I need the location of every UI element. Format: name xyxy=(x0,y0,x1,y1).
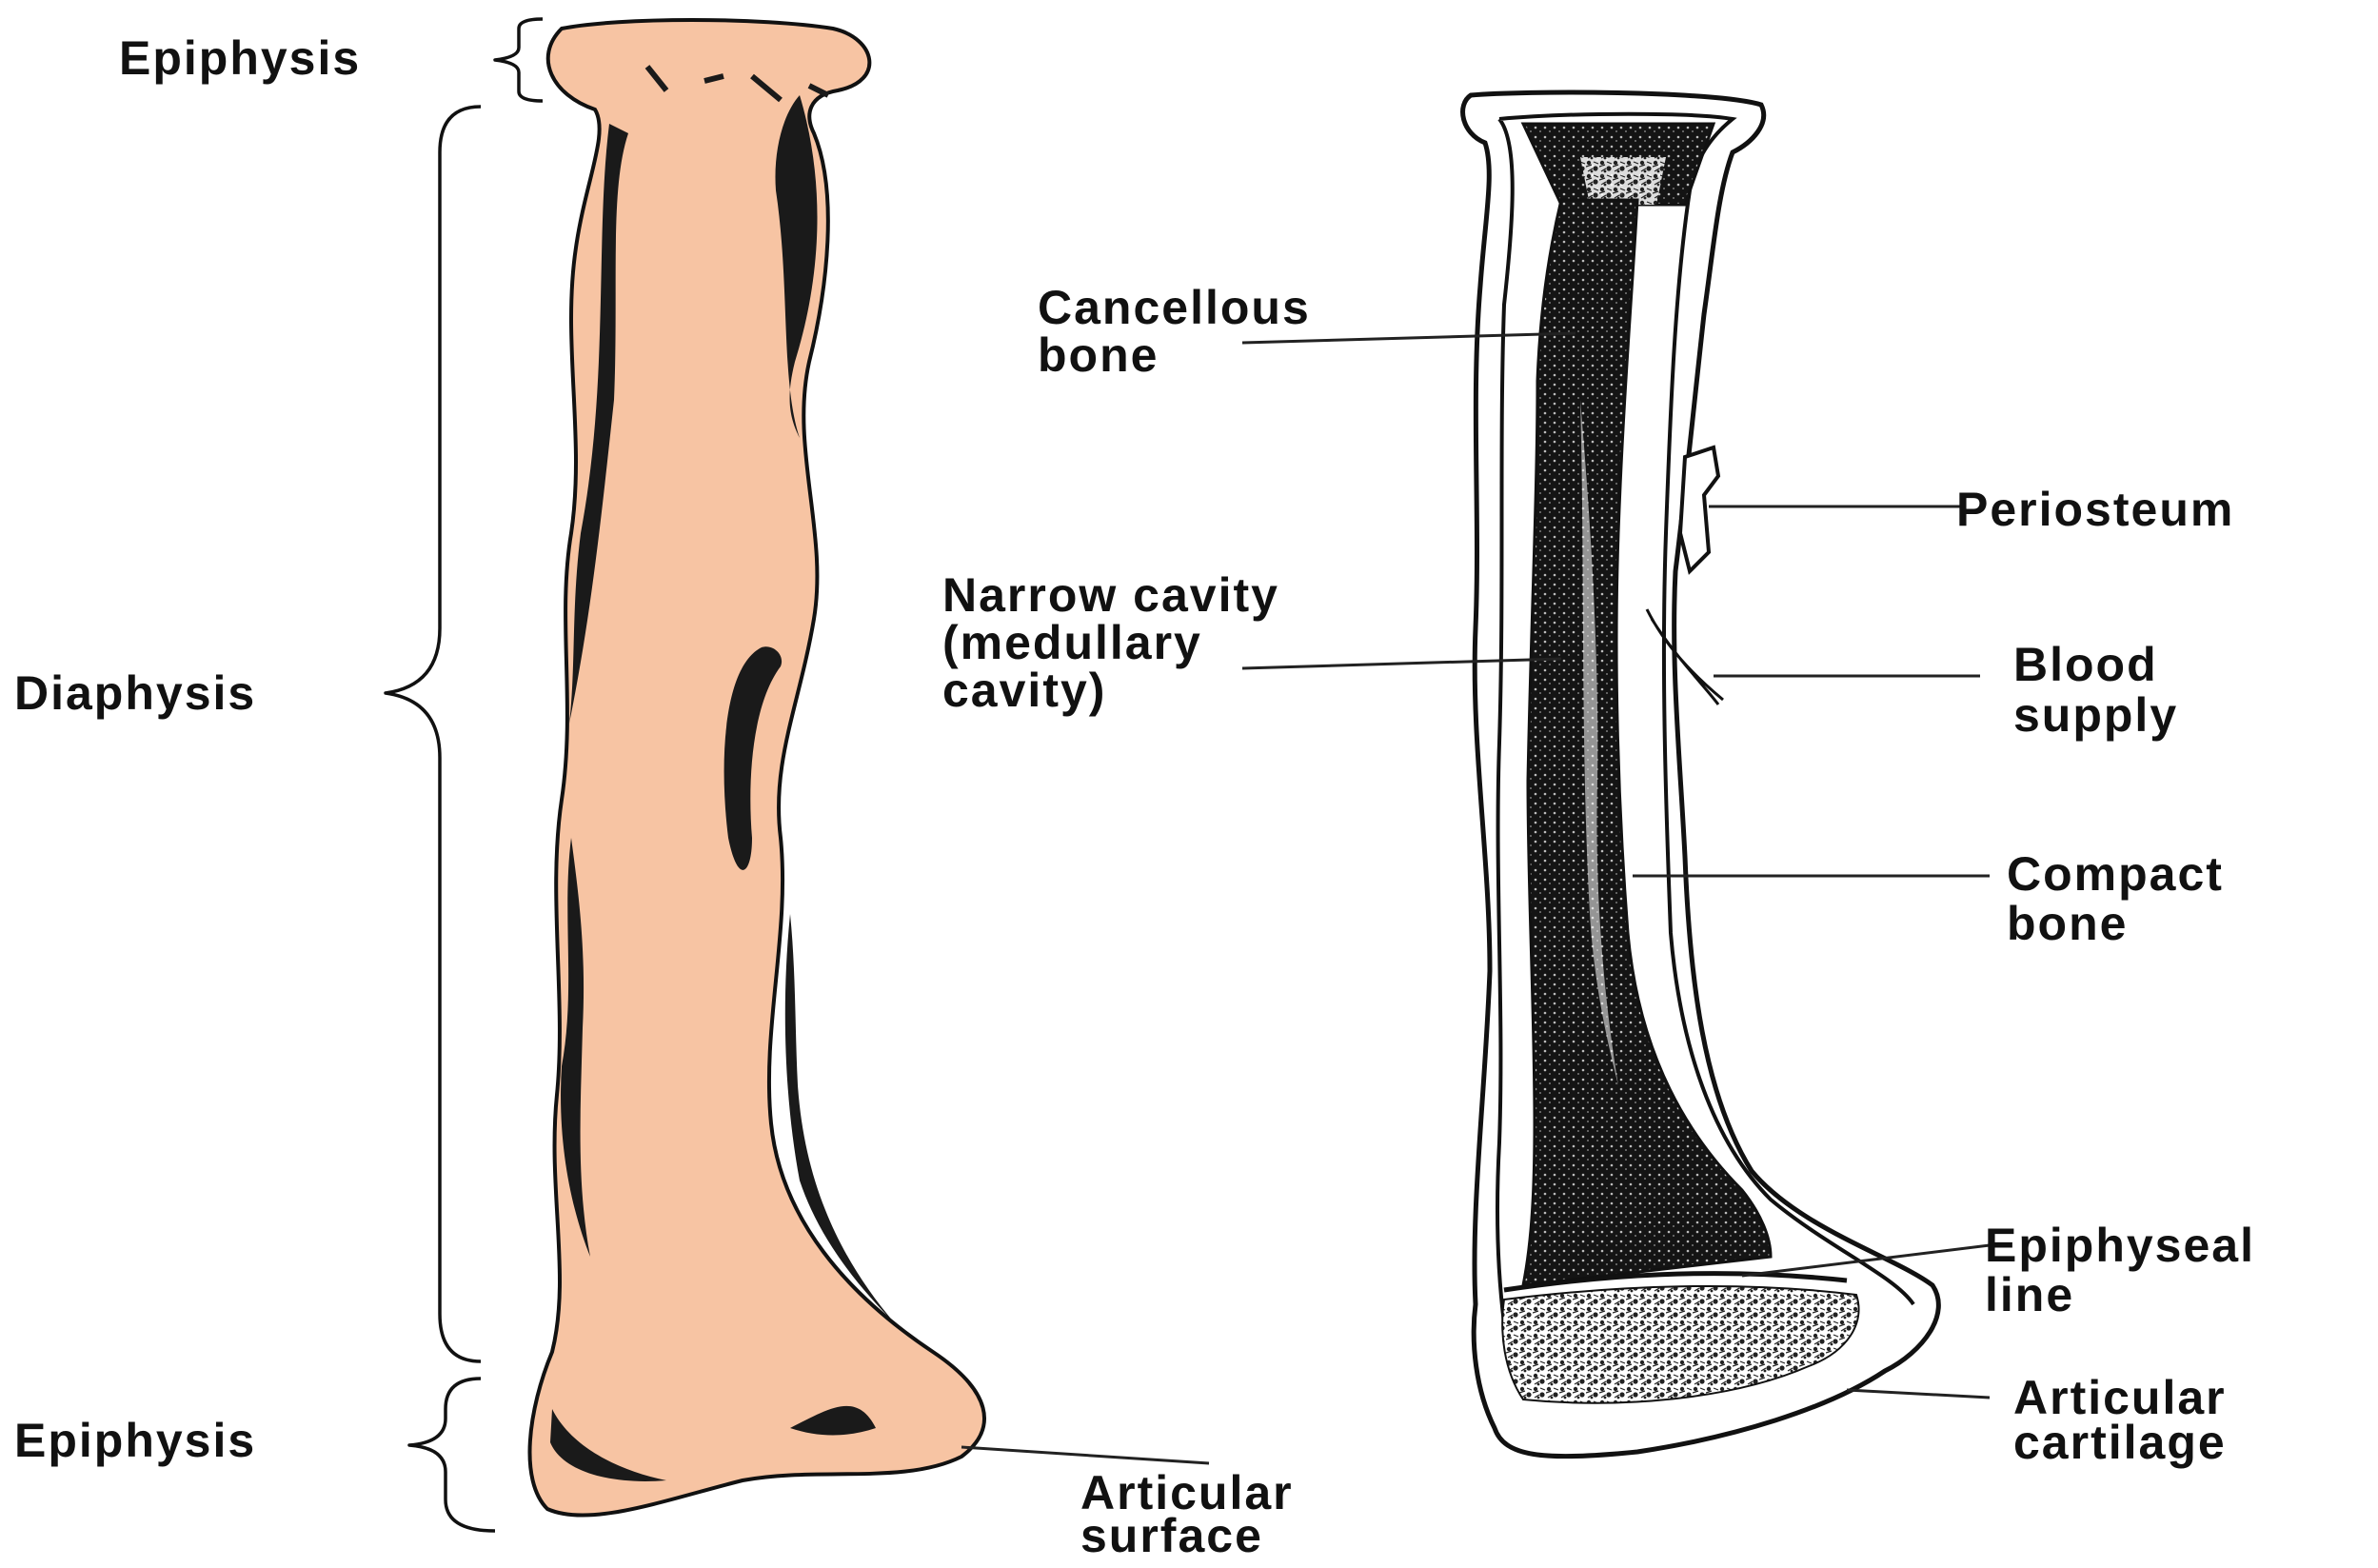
section-blood-vessel xyxy=(1645,608,1724,705)
section-epiphyseal-line xyxy=(1503,1271,1848,1293)
cancellous-leader xyxy=(1241,331,1576,345)
blood-supply-label-line2: supply xyxy=(2013,688,2178,742)
marrow-cavity-label-line3: cavity) xyxy=(942,664,1106,717)
bone-shading-oval xyxy=(723,646,783,870)
bone-shading-right-upper xyxy=(775,95,818,438)
marrow-cavity-label-line2: (medullary xyxy=(942,616,1202,669)
articular-surface-label-line1: Articular xyxy=(1080,1466,1294,1519)
epiphysis-bottom-label: Epiphysis xyxy=(14,1414,256,1467)
epiphysis-top-label: Epiphysis xyxy=(119,31,361,85)
section-cavity-streak xyxy=(1580,400,1618,1085)
epiphysis-top-brace xyxy=(493,17,544,103)
bone-shading-left-upper xyxy=(569,124,628,724)
bone-shading-top-marks xyxy=(644,65,830,103)
bone-shading-bottom-right xyxy=(790,1405,876,1436)
epiphyseal-line-label-line2: line xyxy=(1985,1268,2074,1321)
epiphyseal-line-leader xyxy=(1741,1243,1991,1278)
cancellous-bone-label-line1: Cancellous xyxy=(1038,281,1311,334)
diaphysis-label: Diaphysis xyxy=(14,666,256,720)
periosteum-label: Periosteum xyxy=(1956,483,2234,536)
articular-cartilage-label-line1: Articular xyxy=(2013,1371,2227,1424)
section-top-light xyxy=(1580,157,1666,205)
sectioned-bone-view xyxy=(1460,89,1941,1459)
diaphysis-brace xyxy=(384,105,482,1363)
epiphyseal-line-label-line1: Epiphyseal xyxy=(1985,1219,2255,1272)
blood-supply-label-line1: Blood xyxy=(2013,638,2158,691)
section-bottom-spongy xyxy=(1501,1284,1860,1404)
bone-shading-bottom-left xyxy=(550,1409,666,1481)
articular-surface-label-line2: surface xyxy=(1080,1509,1263,1562)
external-bone-view xyxy=(527,18,986,1518)
cancellous-bone-label-line2: bone xyxy=(1038,328,1159,382)
articular-cartilage-label-line2: cartilage xyxy=(2013,1416,2227,1469)
articular-surface-leader xyxy=(961,1445,1210,1465)
compact-bone-label-line1: Compact xyxy=(2007,847,2224,901)
epiphysis-bottom-brace xyxy=(407,1377,496,1533)
external-bone-body xyxy=(527,18,986,1518)
section-periosteum-flap xyxy=(1677,445,1721,575)
compact-bone-label-line2: bone xyxy=(2007,897,2128,950)
marrow-cavity-leader xyxy=(1241,657,1562,670)
articular-cartilage-leader xyxy=(1846,1388,1991,1399)
marrow-cavity-label-line1: Narrow cavity xyxy=(942,568,1279,622)
bone-shading-left-mid xyxy=(561,838,590,1257)
section-compact-inner-line xyxy=(1495,111,1915,1324)
